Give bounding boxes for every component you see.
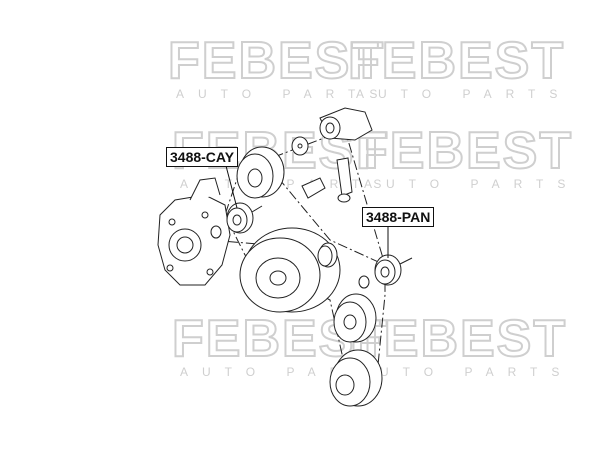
watermark-brand-text: FEBEST (350, 310, 567, 368)
compressor-pulley-hub (335, 374, 355, 396)
leader-cay (224, 161, 238, 209)
upper-pulley-hub (247, 168, 263, 188)
callout-pan: 3488-PAN (362, 207, 435, 227)
bolt-hole (206, 268, 214, 276)
idler-cay-bolt (251, 205, 263, 213)
tensioner-disc-hole (297, 143, 303, 149)
watermark-brand-text: FEBEST (348, 32, 565, 90)
idler-pan-washer (358, 275, 370, 289)
spacer-pulley (317, 242, 338, 268)
housing-pulley-inner (176, 236, 194, 254)
watermark-brand-text: FEBEST (168, 32, 385, 90)
callout-pan-label: 3488-PAN (366, 209, 431, 225)
callout-leaders (224, 161, 389, 258)
tensioner-spring (301, 177, 326, 199)
idler-pulley-pan (358, 254, 413, 289)
idler-cay-washer (210, 225, 222, 239)
watermark-tagline-text: AUTO PARTS (176, 87, 391, 101)
damper-end (337, 193, 351, 203)
crank-pulley (239, 227, 341, 313)
bolt-hole (168, 218, 176, 226)
idler-pan-bolt (399, 257, 413, 265)
lower-pulley (333, 293, 377, 343)
lower-pulley-hub (343, 314, 357, 330)
upper-pulley (236, 146, 285, 199)
watermark-brand-text: FEBEST (356, 122, 573, 180)
idler-cay-hub (232, 214, 242, 226)
watermark-mid-right: FEBEST AUTO PARTS (355, 121, 579, 191)
crank-pulley-hub (269, 270, 287, 286)
watermark-top-right: FEBEST AUTO PARTS (347, 31, 571, 101)
idler-pulley-cay (210, 202, 263, 239)
tensioner-wheel-hub (325, 122, 335, 134)
callout-cay-label: 3488-CAY (170, 149, 235, 165)
spacer-pulley-face (317, 245, 333, 267)
watermark-tagline-text: AUTO PARTS (356, 87, 571, 101)
tensioner-assembly (291, 107, 373, 203)
bolt-hole (166, 264, 174, 272)
compressor-pulley (329, 349, 383, 407)
idler-pan-hub (380, 266, 390, 278)
watermark-tagline-text: AUTO PARTS (364, 177, 579, 191)
bolt-hole (201, 211, 209, 219)
watermark-top-left: FEBEST AUTO PARTS (167, 31, 391, 101)
engine-housing (157, 177, 231, 286)
tensioner-damper (336, 157, 353, 197)
housing-bracket (189, 177, 221, 201)
watermark-tagline-text: AUTO PARTS (358, 365, 573, 379)
watermark-bottom-right: FEBEST AUTO PARTS (349, 309, 573, 379)
callout-cay: 3488-CAY (166, 147, 239, 167)
